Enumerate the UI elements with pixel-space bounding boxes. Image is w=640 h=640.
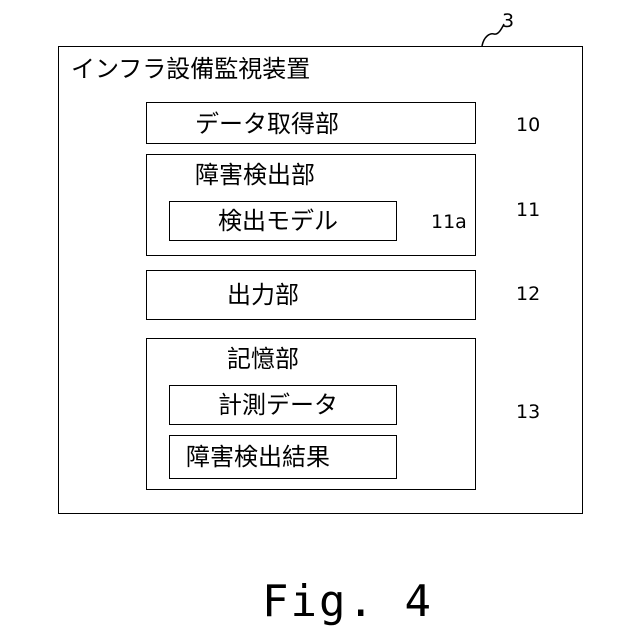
storage-box: 記憶部 計測データ 障害検出結果: [146, 338, 476, 490]
fault-detection-ref-numeral: 11: [516, 201, 540, 220]
detection-model-box: 検出モデル: [169, 201, 397, 241]
device-title: インフラ設備監視装置: [71, 57, 310, 81]
fault-detection-title: 障害検出部: [195, 163, 315, 187]
leader-line-3: [482, 24, 504, 46]
fault-detection-box: 障害検出部 検出モデル: [146, 154, 476, 256]
data-acquisition-ref-numeral: 10: [516, 116, 540, 135]
measurement-data-title: 計測データ: [218, 393, 338, 417]
detection-model-title: 検出モデル: [218, 209, 338, 233]
output-ref-numeral: 12: [516, 285, 540, 304]
detection-model-ref-numeral: 11a: [431, 213, 467, 232]
storage-title: 記憶部: [227, 347, 299, 371]
device-ref-numeral: 3: [502, 12, 514, 31]
figure-caption: Fig. 4: [262, 580, 433, 624]
fault-detection-result-box: 障害検出結果: [169, 435, 397, 479]
output-box: 出力部: [146, 270, 476, 320]
data-acquisition-title: データ取得部: [195, 112, 339, 136]
data-acquisition-box: データ取得部: [146, 102, 476, 144]
fault-detection-result-title: 障害検出結果: [186, 445, 330, 469]
output-title: 出力部: [227, 283, 299, 307]
storage-ref-numeral: 13: [516, 403, 540, 422]
measurement-data-box: 計測データ: [169, 385, 397, 425]
